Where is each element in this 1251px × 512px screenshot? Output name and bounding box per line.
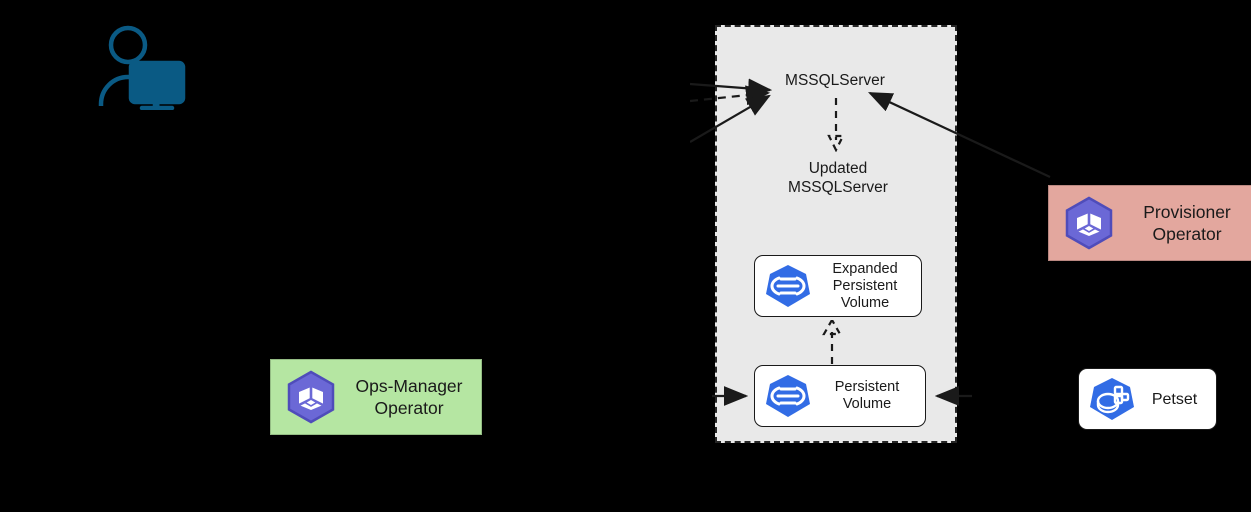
petset-box[interactable]: Petset: [1078, 368, 1217, 430]
operator-cube-icon: [1061, 195, 1117, 251]
expanded-persistent-volume-box[interactable]: Expanded Persistent Volume: [754, 255, 922, 317]
edge-pv-to-expanded-pv: [816, 320, 848, 366]
persistent-volume-label: Persistent Volume: [834, 379, 900, 412]
edge-left-to-persistent-volume: [712, 386, 756, 406]
petset-icon: [1089, 376, 1135, 422]
edge-petset-to-persistent-volume: [926, 386, 972, 406]
operator-cube-icon: [283, 369, 339, 425]
mssqlserver-label: MSSQLServer: [785, 72, 885, 89]
edge-mssqlserver-to-updated: [820, 96, 852, 152]
edge-provisioner-to-mssqlserver: [860, 85, 1060, 180]
expanded-persistent-volume-label: Expanded Persistent Volume: [832, 260, 898, 311]
user-with-monitor-icon: [95, 25, 195, 110]
persistent-volume-icon: [765, 373, 811, 419]
provisioner-operator-box[interactable]: Provisioner Operator: [1048, 185, 1251, 261]
ops-manager-operator-box[interactable]: Ops-Manager Operator: [270, 359, 482, 435]
provisioner-operator-label: Provisioner Operator: [1143, 202, 1231, 244]
persistent-volume-icon: [765, 263, 811, 309]
updated-mssqlserver-label: Updated MSSQLServer: [788, 160, 888, 196]
ops-manager-operator-label: Ops-Manager Operator: [355, 376, 463, 418]
persistent-volume-box[interactable]: Persistent Volume: [754, 365, 926, 427]
edges-into-mssqlserver-left: [690, 60, 795, 150]
petset-label: Petset: [1151, 390, 1198, 408]
